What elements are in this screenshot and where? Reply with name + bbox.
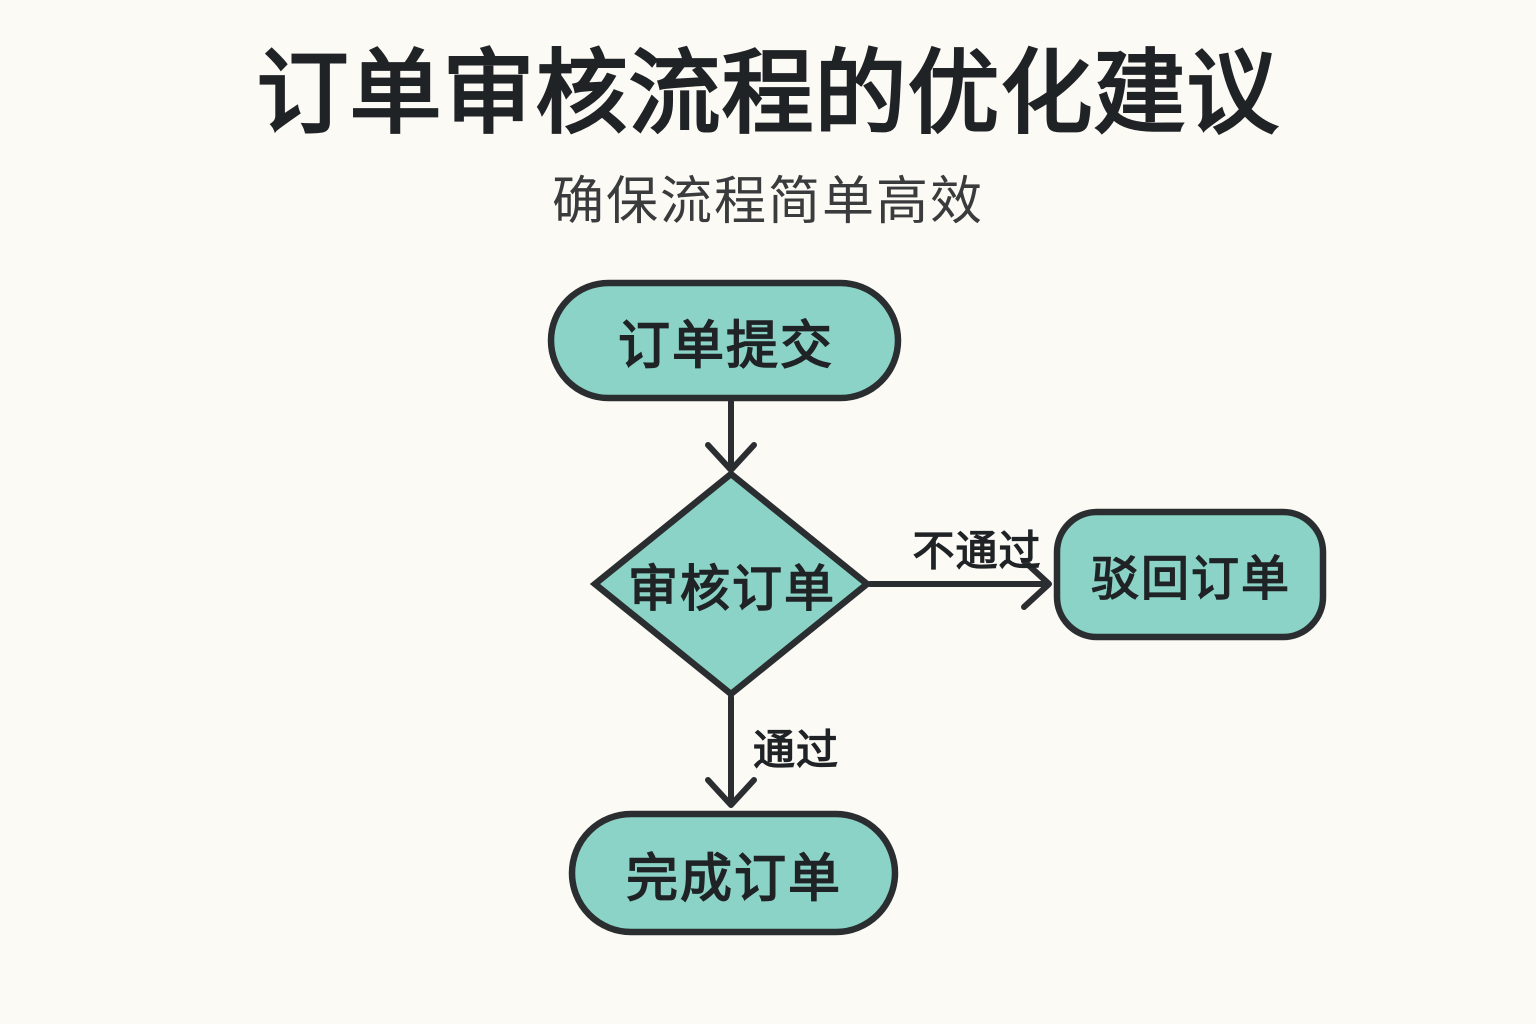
arrowhead-right-icon	[1021, 558, 1052, 610]
node-start-label: 订单提交	[617, 317, 835, 376]
edge-label-pass: 通过	[752, 726, 840, 774]
page-subtitle: 确保流程简单高效	[551, 172, 984, 231]
node-decision-label: 审核订单	[628, 561, 836, 617]
node-reject-label: 驳回订单	[1090, 553, 1292, 606]
node-done-shape	[568, 810, 899, 936]
page-title: 订单审核流程的优化建议	[256, 43, 1280, 145]
arrow-decision-to-done	[705, 694, 757, 808]
arrowhead-down-icon	[705, 777, 757, 808]
edge-label-fail: 不通过	[912, 527, 1042, 575]
node-decision-shape	[589, 469, 873, 699]
arrow-start-to-decision	[705, 397, 757, 473]
node-start-shape	[547, 279, 902, 402]
diagram-header: 订单审核流程的优化建议 确保流程简单高效	[0, 40, 1536, 234]
arrow-decision-to-reject	[867, 558, 1052, 610]
node-done-label: 完成订单	[625, 850, 843, 909]
node-reject-shape	[1053, 508, 1327, 641]
